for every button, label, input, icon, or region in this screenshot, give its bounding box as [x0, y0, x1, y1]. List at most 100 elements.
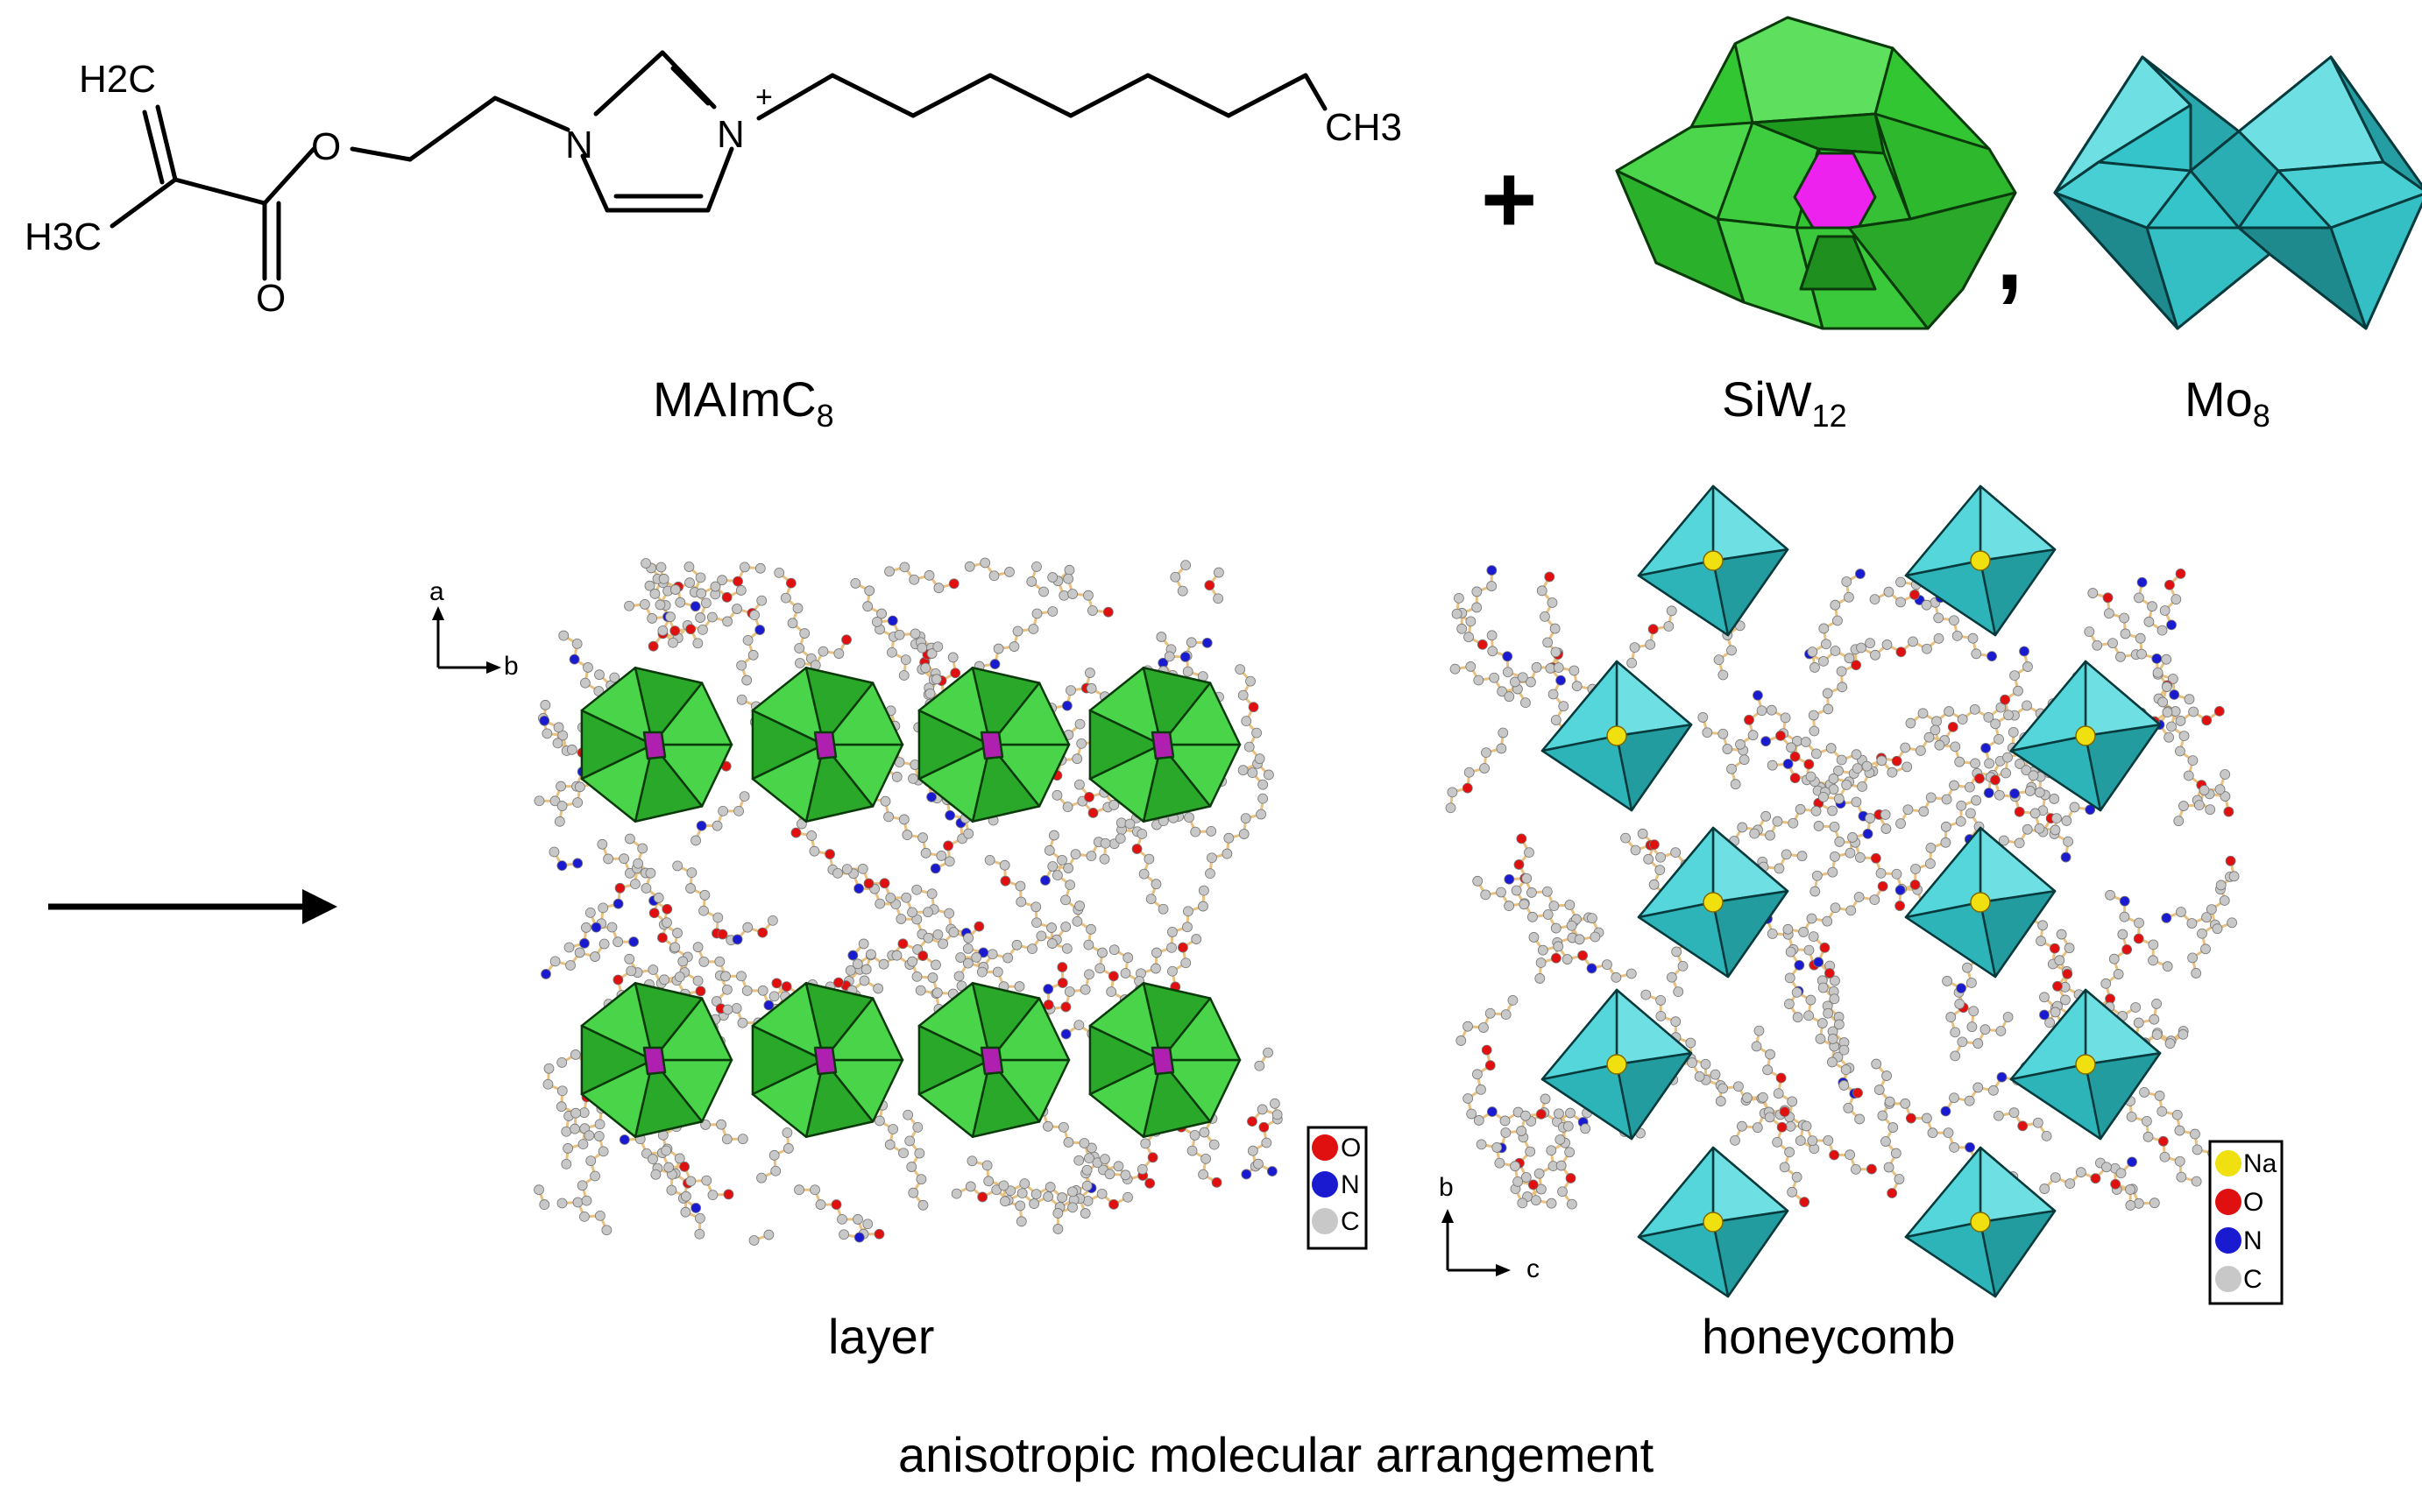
atom-sphere [1971, 795, 1982, 806]
atom-sphere [1151, 963, 1161, 974]
atom-sphere [669, 625, 681, 637]
atom-sphere [1484, 1060, 1496, 1071]
atom-sphere [1076, 738, 1087, 749]
atom-sphere [1067, 589, 1078, 599]
atom-sphere [566, 744, 577, 755]
atom-sphere [947, 652, 959, 663]
atom-sphere [1520, 1172, 1532, 1183]
atom-sphere [924, 688, 936, 699]
atom-sphere [799, 628, 811, 639]
atom-sphere [722, 1004, 733, 1015]
atom-sphere [2062, 968, 2073, 979]
atom-sphere [1531, 661, 1542, 673]
atom-sphere [556, 860, 568, 872]
atom-sphere [1854, 851, 1866, 863]
atom-sphere [774, 567, 785, 578]
atom-sphere [2051, 813, 2062, 823]
atom-sphere [862, 1219, 874, 1230]
atom-sphere [932, 641, 944, 653]
alkyl-chain-stick [2165, 910, 2233, 930]
atom-sphere [894, 629, 905, 640]
atom-sphere [1047, 606, 1059, 617]
atom-sphere [2115, 651, 2126, 662]
atom-sphere [1137, 1163, 1148, 1175]
atom-sphere [963, 828, 974, 839]
atom-sphere [1629, 642, 1640, 654]
atom-sphere [583, 662, 593, 673]
atom-sphere [1546, 1145, 1557, 1156]
atom-sphere [2139, 1087, 2149, 1098]
atom-sphere [1866, 1163, 1877, 1175]
atom-sphere [853, 883, 865, 894]
atom-sphere [1049, 830, 1059, 841]
atom-sphere [1580, 1123, 1591, 1134]
atom-sphere [1902, 804, 1914, 816]
atom-sphere [1473, 675, 1484, 686]
atom-sphere [1851, 796, 1862, 808]
atom-sphere [2061, 816, 2072, 826]
atom-sphere [1011, 939, 1023, 950]
atom-sphere [1854, 569, 1866, 579]
atom-sphere [1138, 868, 1150, 880]
atom-sphere [1061, 700, 1073, 711]
atom-sphere [1840, 1064, 1852, 1075]
atom-sphere [1984, 758, 1994, 769]
atom-sphere [1043, 1191, 1054, 1202]
atom-sphere [1620, 832, 1631, 844]
atom-sphere [754, 562, 766, 574]
atom-sphere [1540, 611, 1550, 622]
atom-sphere [1184, 812, 1194, 823]
atom-sphere [1950, 1027, 1961, 1038]
atom-sphere [1818, 623, 1830, 634]
atom-sphere [574, 781, 585, 793]
atom-sphere [594, 1210, 606, 1221]
atom-sphere [2161, 913, 2172, 923]
atom-sphere [1971, 648, 1982, 660]
atom-sphere [763, 1000, 775, 1011]
atom-sphere [657, 932, 668, 943]
atom-sphere [1516, 833, 1527, 844]
atom-sphere [965, 1181, 976, 1192]
mo8-facet [2084, 988, 2162, 1066]
alkyl-chain-stick [1630, 611, 1674, 664]
atom-sphere [1880, 809, 1891, 820]
atom-sphere [1828, 774, 1839, 784]
atom-sphere [659, 974, 669, 986]
atom-sphere [701, 1175, 712, 1186]
atom-sphere [1877, 880, 1888, 892]
atom-sphere [1838, 1080, 1850, 1091]
atom-sphere [1834, 1019, 1845, 1030]
siw12-core [980, 1046, 1004, 1076]
atom-sphere [1502, 651, 1513, 662]
atom-sphere [1044, 844, 1055, 856]
atom-sphere [1993, 1110, 2004, 1121]
atom-sphere [1553, 941, 1564, 952]
atom-sphere [648, 1154, 658, 1164]
atom-sphere [757, 927, 768, 938]
atom-sphere [1030, 1189, 1042, 1200]
atom-sphere [1807, 1135, 1818, 1147]
atom-sphere [1784, 972, 1795, 984]
atom-sphere [1747, 730, 1759, 741]
atom-sphere [2184, 694, 2195, 705]
atom-sphere [1548, 901, 1560, 912]
atom-sphere [1611, 971, 1622, 983]
atom-sphere [964, 561, 975, 572]
atom-sphere [1481, 1044, 1492, 1056]
reaction-arrow [48, 889, 337, 924]
atom-sphere [1473, 1115, 1484, 1126]
atom-sphere [2115, 1168, 2127, 1179]
atom-sphere [1957, 714, 1968, 724]
atom-sphere [561, 1158, 572, 1169]
atom-sphere [1002, 952, 1014, 964]
atom-sphere [1865, 638, 1875, 649]
atom-sphere [1809, 886, 1821, 897]
atom-sphere [2228, 871, 2240, 882]
atom-sphere [1856, 642, 1866, 654]
atom-sphere [1528, 932, 1540, 943]
legend-o-sphere [1312, 1134, 1338, 1161]
atom-sphere [1031, 917, 1042, 929]
atom-sphere [1894, 1174, 1905, 1184]
atom-sphere [1800, 737, 1811, 747]
atom-sphere [1813, 957, 1824, 968]
